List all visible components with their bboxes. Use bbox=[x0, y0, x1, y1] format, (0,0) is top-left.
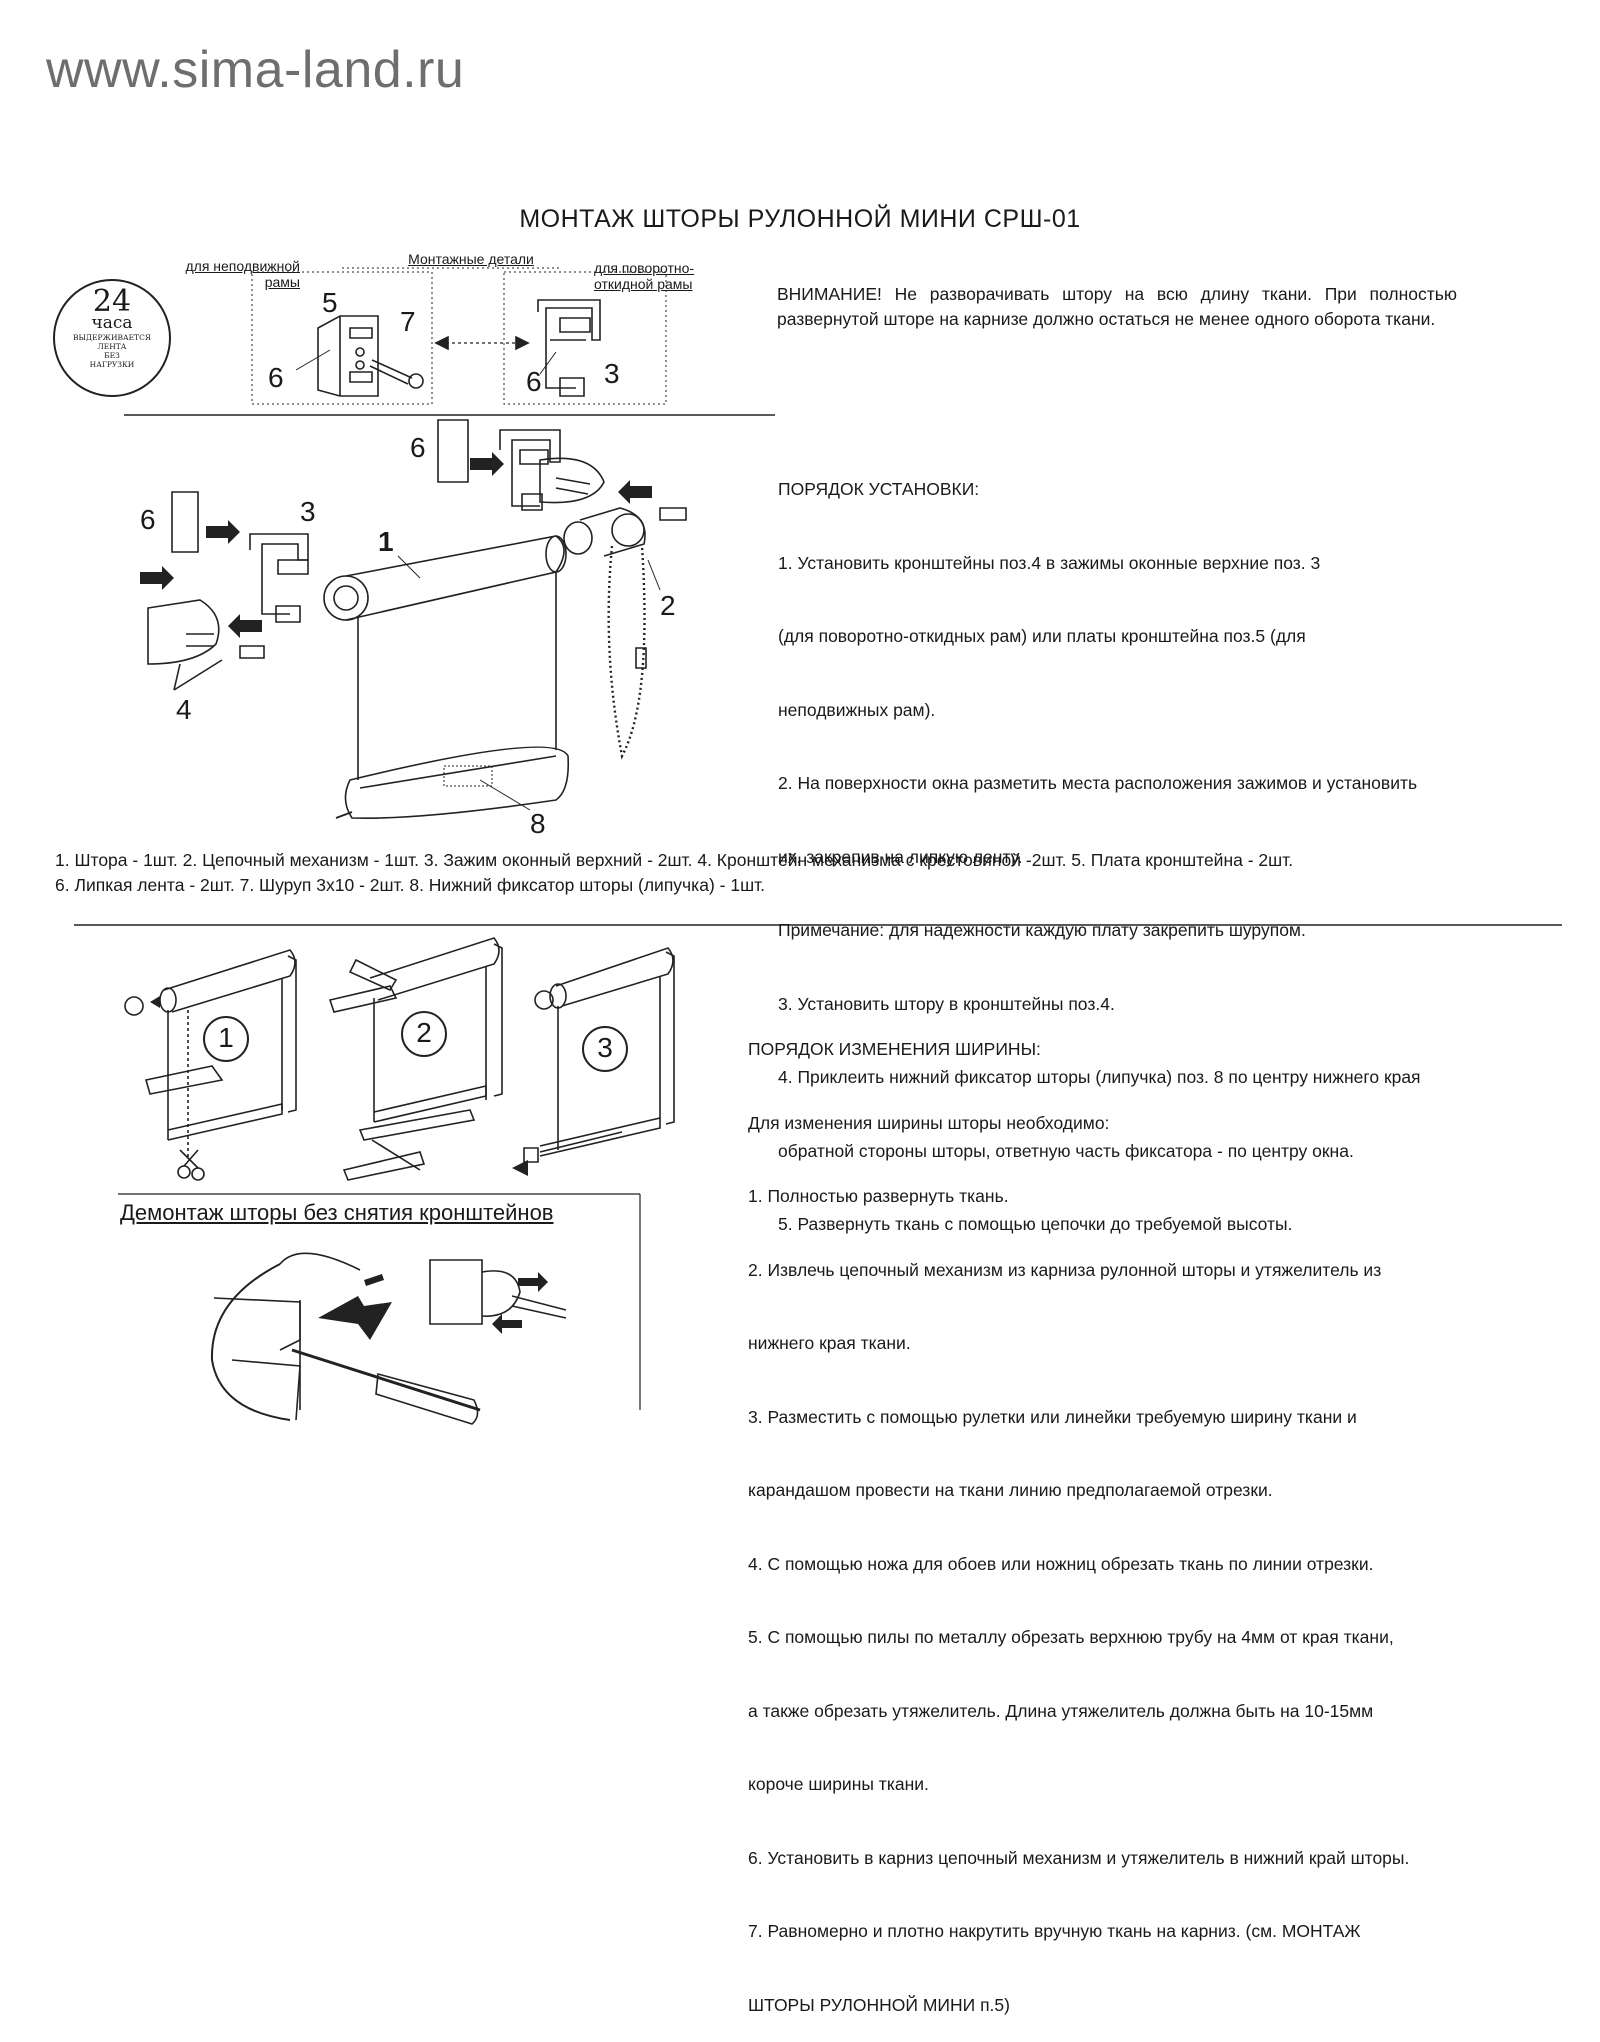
callout-2: 2 bbox=[660, 590, 676, 621]
callout-7: 7 bbox=[400, 306, 416, 337]
width-change-line: 7. Равномерно и плотно накрутить вручную… bbox=[748, 1921, 1361, 1941]
step-number-circles bbox=[204, 1012, 627, 1071]
width-change-line: 6. Установить в карниз цепочный механизм… bbox=[748, 1847, 1410, 1868]
fixed-frame-box bbox=[252, 272, 432, 404]
parts-list: 1. Штора - 1шт. 2. Цепочный механизм - 1… bbox=[55, 848, 1595, 898]
tilt-frame-label: для поворотно-откидной рамы bbox=[594, 260, 695, 292]
blind-fabric-icon bbox=[336, 572, 568, 818]
window-clamp-icon bbox=[538, 300, 600, 396]
badge-line-2: ЛЕНТА bbox=[97, 342, 127, 351]
fixed-frame-label: для неподвижной рамы bbox=[185, 258, 300, 290]
badge-hours: 24 bbox=[92, 284, 132, 319]
installation-step: обратной стороны шторы, ответную часть ф… bbox=[778, 1140, 1354, 1161]
width-step-3-diagram bbox=[524, 948, 674, 1162]
installation-step: (для поворотно-откидных рам) или платы к… bbox=[778, 626, 1306, 646]
installation-step: неподвижных рам). bbox=[778, 699, 936, 720]
installation-step: 4. Приклеить нижний фиксатор шторы (липу… bbox=[778, 1067, 1421, 1087]
installation-step: 1. Установить кронштейны поз.4 в зажимы … bbox=[778, 552, 1321, 573]
site-url: www.sima-land.ru bbox=[46, 41, 465, 99]
dismount-title: Демонтаж шторы без снятия кронштейнов bbox=[120, 1200, 554, 1225]
width-change-line: 5. С помощью пилы по металлу обрезать ве… bbox=[748, 1627, 1394, 1647]
plate-bracket-icon bbox=[318, 316, 378, 396]
width-change-line: нижнего края ткани. bbox=[748, 1333, 911, 1353]
badge-unit: часа bbox=[91, 313, 133, 333]
width-change-line: 4. С помощью ножа для обоев или ножниц о… bbox=[748, 1553, 1374, 1574]
width-step-1-badge: 1 bbox=[218, 1022, 234, 1053]
width-step-1-diagram bbox=[125, 950, 296, 1180]
clamp-with-bracket-icon bbox=[500, 430, 604, 510]
installation-step: Примечание: для надежности каждую плату … bbox=[778, 920, 1306, 940]
24h-badge-icon bbox=[54, 280, 170, 396]
width-change-line: Для изменения ширины шторы необходимо: bbox=[748, 1112, 1110, 1133]
bracket-mechanism-icon bbox=[148, 600, 264, 690]
installation-header: ПОРЯДОК УСТАНОВКИ: bbox=[778, 479, 980, 499]
installation-step: 5. Развернуть ткань с помощью цепочки до… bbox=[778, 1214, 1293, 1234]
mount-parts-header: Монтажные детали bbox=[408, 251, 534, 267]
callout-3-left: 3 bbox=[300, 496, 316, 527]
width-change-line: ШТОРЫ РУЛОННОЙ МИНИ п.5) bbox=[748, 1994, 1010, 2015]
callout-6-left: 6 bbox=[140, 504, 156, 535]
adhesive-tape-left-icon bbox=[172, 492, 198, 552]
width-change-header: ПОРЯДОК ИЗМЕНЕНИЯ ШИРИНЫ: bbox=[748, 1039, 1041, 1059]
installation-step: 2. На поверхности окна разметить места р… bbox=[778, 773, 1418, 793]
width-step-2-diagram bbox=[330, 938, 502, 1180]
window-clamp-left-icon bbox=[250, 534, 308, 622]
width-change-line: 2. Извлечь цепочный механизм из карниза … bbox=[748, 1259, 1382, 1280]
dismount-diagram bbox=[212, 1253, 566, 1424]
tape-strip-icon bbox=[660, 508, 686, 520]
callout-6-tilt: 6 bbox=[526, 366, 542, 397]
24h-badge: 24 часа ВЫДЕРЖИВАЕТСЯ ЛЕНТА БЕЗ НАГРУЗКИ bbox=[62, 284, 162, 370]
width-change-section: ПОРЯДОК ИЗМЕНЕНИЯ ШИРИНЫ: Для изменения … bbox=[748, 988, 1588, 2042]
adhesive-tape-icon bbox=[438, 420, 468, 482]
callout-3-top: 3 bbox=[604, 358, 620, 389]
tilt-frame-box bbox=[504, 272, 666, 404]
parts-list-line: 1. Штора - 1шт. 2. Цепочный механизм - 1… bbox=[55, 850, 1294, 870]
dismount-arrows-icon bbox=[150, 996, 548, 1340]
installation-step: 3. Установить штору в кронштейны поз.4. bbox=[778, 993, 1115, 1014]
parts-list-line: 6. Липкая лента - 2шт. 7. Шуруп 3х10 - 2… bbox=[55, 875, 766, 895]
callout-6-main: 6 bbox=[410, 432, 426, 463]
chain-mechanism-icon bbox=[564, 508, 646, 756]
callout-5: 5 bbox=[322, 287, 338, 318]
badge-line-1: ВЫДЕРЖИВАЕТСЯ bbox=[73, 333, 151, 342]
arrow-icons bbox=[140, 452, 652, 638]
badge-line-3: БЕЗ bbox=[104, 351, 120, 360]
callout-1: 1 bbox=[378, 526, 394, 557]
page-title: МОНТАЖ ШТОРЫ РУЛОННОЙ МИНИ СРШ-01 bbox=[519, 205, 1081, 233]
roller-tube-icon bbox=[324, 536, 566, 620]
width-step-3-badge: 3 bbox=[597, 1032, 613, 1063]
width-step-2-badge: 2 bbox=[416, 1017, 432, 1048]
screw-icon bbox=[370, 360, 423, 388]
width-change-line: 3. Разместить с помощью рулетки или лине… bbox=[748, 1406, 1357, 1427]
width-change-line: а также обрезать утяжелитель. Длина утяж… bbox=[748, 1700, 1374, 1721]
badge-line-4: НАГРУЗКИ bbox=[89, 360, 135, 369]
warning-text: ВНИМАНИЕ! Не разворачивать штору на всю … bbox=[777, 284, 1462, 329]
callout-4: 4 bbox=[176, 694, 192, 725]
callout-8: 8 bbox=[530, 808, 546, 839]
instruction-illustrations bbox=[0, 0, 1600, 1600]
width-change-line: карандашом провести на ткани линию предп… bbox=[748, 1480, 1273, 1500]
callout-6-fixed: 6 bbox=[268, 362, 284, 393]
width-change-line: 1. Полностью развернуть ткань. bbox=[748, 1186, 1009, 1206]
width-change-line: короче ширины ткани. bbox=[748, 1774, 929, 1794]
installation-section: ПОРЯДОК УСТАНОВКИ: 1. Установить кронште… bbox=[778, 428, 1590, 1261]
installation-step: их, закрепив на липкую ленту. bbox=[778, 846, 1023, 867]
